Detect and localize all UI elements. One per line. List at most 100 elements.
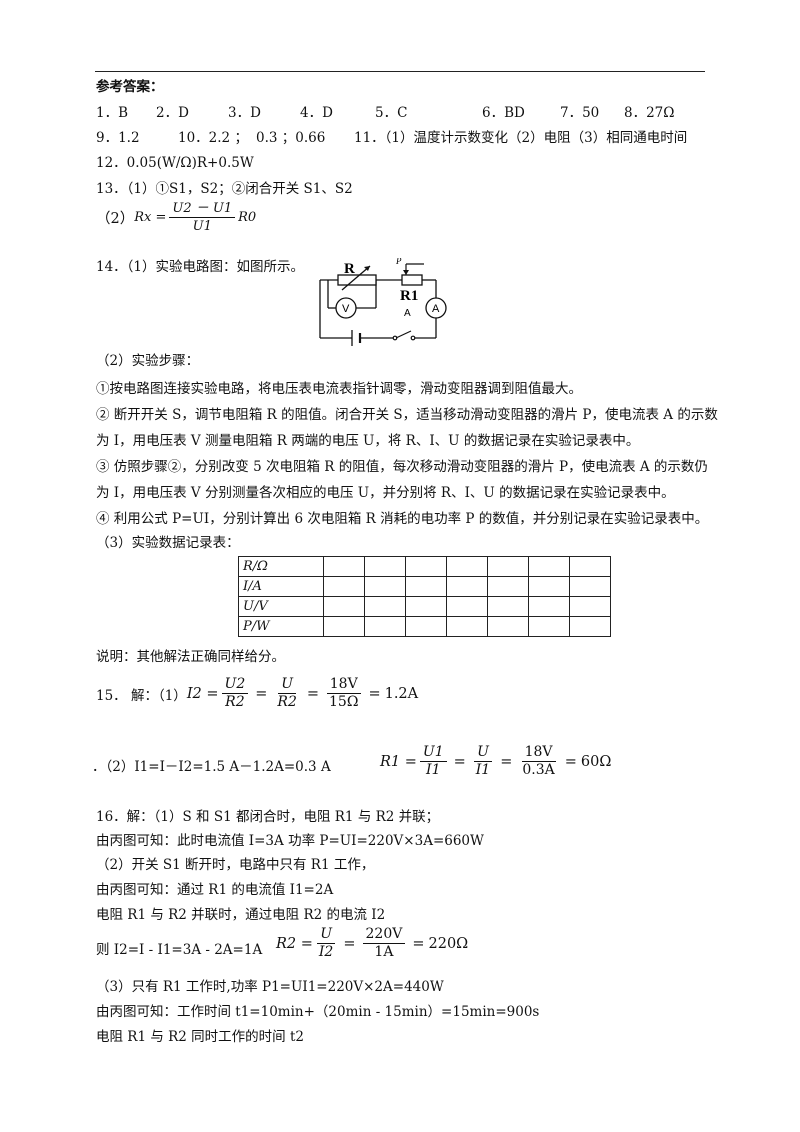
answer-4: 4．D [300, 105, 333, 121]
q15-eq1-lhs: I2 = [186, 685, 219, 702]
row-header: I/A [238, 576, 324, 597]
q16-line-8: 电阻 R1 与 R2 同时工作的时间 t2 [96, 1029, 304, 1045]
q13-denominator: U1 [192, 219, 212, 234]
table-title: （3）实验数据记录表： [96, 535, 240, 551]
answer-13-2: （2） Rx = U2 － U1 U1 R0 [96, 200, 256, 235]
answer-11: 11．（1）温度计示数变化（2）电阻（3）相同通电时间 [354, 130, 688, 146]
q16-line-6: （3）只有 R1 工作时,功率 P1=UI1=220V×2A=440W [96, 979, 444, 995]
step-2a: ② 断开开关 S，调节电阻箱 R 的阻值。闭合开关 S，适当移动滑动变阻器的滑片… [96, 407, 718, 423]
q13-lhs: Rx = [134, 210, 167, 225]
page-title: 参考答案： [96, 79, 164, 95]
q15-prefix: 15． 解：（1） [96, 687, 187, 704]
steps-title: （2）实验步骤： [96, 353, 200, 369]
table-row: R/Ω [238, 556, 611, 577]
q16-line-7: 由丙图可知：工作时间 t1=10min+（20min - 15min）=15mi… [96, 1004, 540, 1020]
q13-rhs: R0 [238, 210, 257, 225]
q16-line-5: 电阻 R1 与 R2 并联时，通过电阻 R2 的电流 I2 [96, 907, 386, 923]
frac-num: U [474, 744, 492, 762]
step-3b: 为 I，用电压表 V 分别测量各次相应的电压 U，并分别将 R、I、U 的数据记… [96, 485, 675, 501]
q15-part2: ．（2）I1=I－I2=1.5 A－1.2A=0.3 A [92, 759, 331, 775]
switch-icon [392, 330, 416, 341]
q16-i2-line: 则 I2=I - I1=3A - 2A=1A [96, 942, 263, 958]
q13-fraction: U2 － U1 U1 [169, 200, 236, 235]
q16-line-3: （2）开关 S1 断开时，电路中只有 R1 工作， [96, 857, 375, 873]
frac-den: 1A [374, 944, 394, 960]
step-2b: 为 I，用电压表 V 测量电阻箱 R 两端的电压 U，将 R、I、U 的数据记录… [96, 433, 640, 449]
answer-6: 6．BD [482, 105, 525, 121]
slide-resistor-symbol [401, 263, 424, 286]
rheostat-symbol [337, 265, 377, 291]
answer-7: 7．50 [560, 105, 600, 121]
ammeter-icon [425, 297, 447, 319]
frac-den: R2 [277, 694, 297, 710]
rheostat-label: R [344, 261, 355, 277]
answer-5: 5．C [375, 105, 408, 121]
answer-8: 8．27Ω [624, 105, 675, 121]
q16-eq3-lhs: R2 = [276, 935, 313, 952]
q15-eq2-lhs: R1 = [380, 753, 417, 770]
frac-num: 18V [326, 676, 361, 694]
answer-1: 1．B [96, 105, 129, 121]
voltmeter-icon [335, 297, 357, 319]
frac-num: U2 [221, 676, 249, 694]
q15-eq1-result: 1.2A [384, 685, 419, 702]
battery-icon [351, 330, 362, 346]
frac-den: I2 [318, 944, 334, 960]
answer-10: 10．2.2 ； [178, 130, 248, 146]
answer-13-1: 13．（1）①S1，S2；②闭合开关 S1、S2 [96, 181, 353, 197]
step-4: ④ 利用公式 P=UI，分别计算出 6 次电阻箱 R 消耗的电功率 P 的数值，… [96, 511, 709, 527]
voltmeter-label: V [342, 303, 350, 315]
slider-label: P [395, 258, 402, 266]
q14-intro: 14．（1）实验电路图：如图所示。 [96, 259, 305, 275]
frac-num: U [278, 676, 297, 694]
answer-10b: 0.3 ；0.66 [256, 130, 326, 146]
frac-den: I1 [475, 762, 491, 778]
ammeter-label: A [432, 303, 440, 315]
row-header: P/W [238, 616, 324, 637]
row-header: U/V [238, 596, 324, 617]
note: 说明：其他解法正确同样给分。 [96, 649, 285, 665]
top-rule [95, 71, 705, 72]
frac-num: 18V [521, 744, 556, 762]
step-1: ①按电路图连接实验电路，将电压表电流表指针调零，滑动变阻器调到阻值最大。 [96, 381, 582, 397]
answer-3: 3．D [228, 105, 261, 121]
frac-num: U1 [419, 744, 447, 762]
q16-line-1: 16．解：（1）S 和 S1 都闭合时，电阻 R1 与 R2 并联； [96, 809, 440, 825]
q16-line-4: 由丙图可知：通过 R1 的电流值 I1=2A [96, 882, 334, 898]
resistor-sub-label: A [404, 308, 411, 319]
q13-prefix: （2） [96, 211, 135, 227]
frac-den: 15Ω [329, 694, 359, 710]
circuit-diagram: R P R1 A V A [319, 258, 447, 346]
row-header: R/Ω [238, 556, 324, 577]
answer-9: 9．1.2 [96, 130, 140, 146]
frac-den: 0.3A [522, 762, 555, 778]
answer-12: 12．0.05(W/Ω)R+0.5W [96, 155, 254, 171]
frac-den: I1 [426, 762, 441, 778]
q15-eq2-result: 60Ω [580, 753, 612, 770]
q13-numerator: U2 － U1 [169, 200, 236, 218]
q16-eq3-result: 220Ω [428, 935, 469, 952]
record-table: R/Ω I/A U/V P/W [238, 556, 611, 637]
table-row: P/W [238, 616, 611, 637]
table-row: U/V [238, 596, 611, 617]
frac-den: R2 [225, 694, 245, 710]
step-3a: ③ 仿照步骤②，分别改变 5 次电阻箱 R 的阻值，每次移动滑动变阻器的滑片 P… [96, 459, 708, 475]
answer-2: 2．D [156, 105, 189, 121]
resistor-label: R1 [400, 288, 418, 304]
frac-num: U [317, 926, 336, 944]
frac-num: 220V [362, 926, 406, 944]
table-row: I/A [238, 576, 611, 597]
q16-line-2: 由丙图可知：此时电流值 I=3A 功率 P=UI=220V×3A=660W [96, 833, 484, 849]
